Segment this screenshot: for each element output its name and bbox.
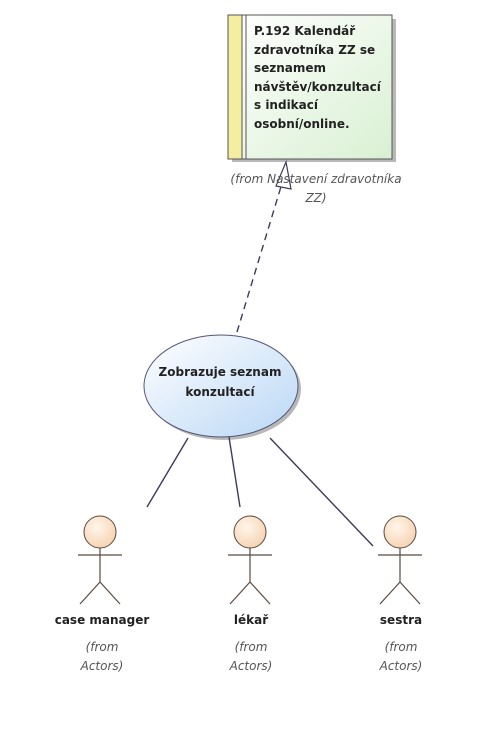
association-lekar [228, 436, 241, 508]
requirement-text: P.192 Kalendář zdravotníka ZZ se sezname… [254, 24, 381, 131]
realization-arrowhead [275, 159, 292, 190]
actor-head-icon [383, 515, 417, 549]
association-case-manager [146, 437, 189, 508]
actor-name-lekar: lékař [233, 613, 269, 627]
realization-link [236, 159, 292, 333]
actor-head-icon [233, 515, 267, 549]
actor-from-note-case-manager: (from Actors) [80, 640, 124, 673]
actor-from-note-lekar: (from Actors) [229, 640, 273, 673]
use-case-label: Zobrazuje seznam konzultací [158, 365, 282, 399]
use-case-ellipse[interactable] [143, 334, 301, 440]
actor-lekar[interactable] [228, 515, 272, 605]
actor-sestra[interactable] [378, 515, 422, 605]
actor-name-sestra: sestra [379, 613, 423, 627]
actor-name-case-manager: case manager [54, 613, 150, 627]
actor-case-manager[interactable] [78, 515, 122, 605]
association-sestra [269, 437, 374, 547]
actor-head-icon [83, 515, 117, 549]
requirement-from-note: (from Nastavení zdravotníka ZZ) [230, 172, 402, 205]
requirement-box[interactable] [227, 14, 396, 162]
requirement-stripe [227, 14, 243, 160]
actor-from-note-sestra: (from Actors) [379, 640, 423, 673]
